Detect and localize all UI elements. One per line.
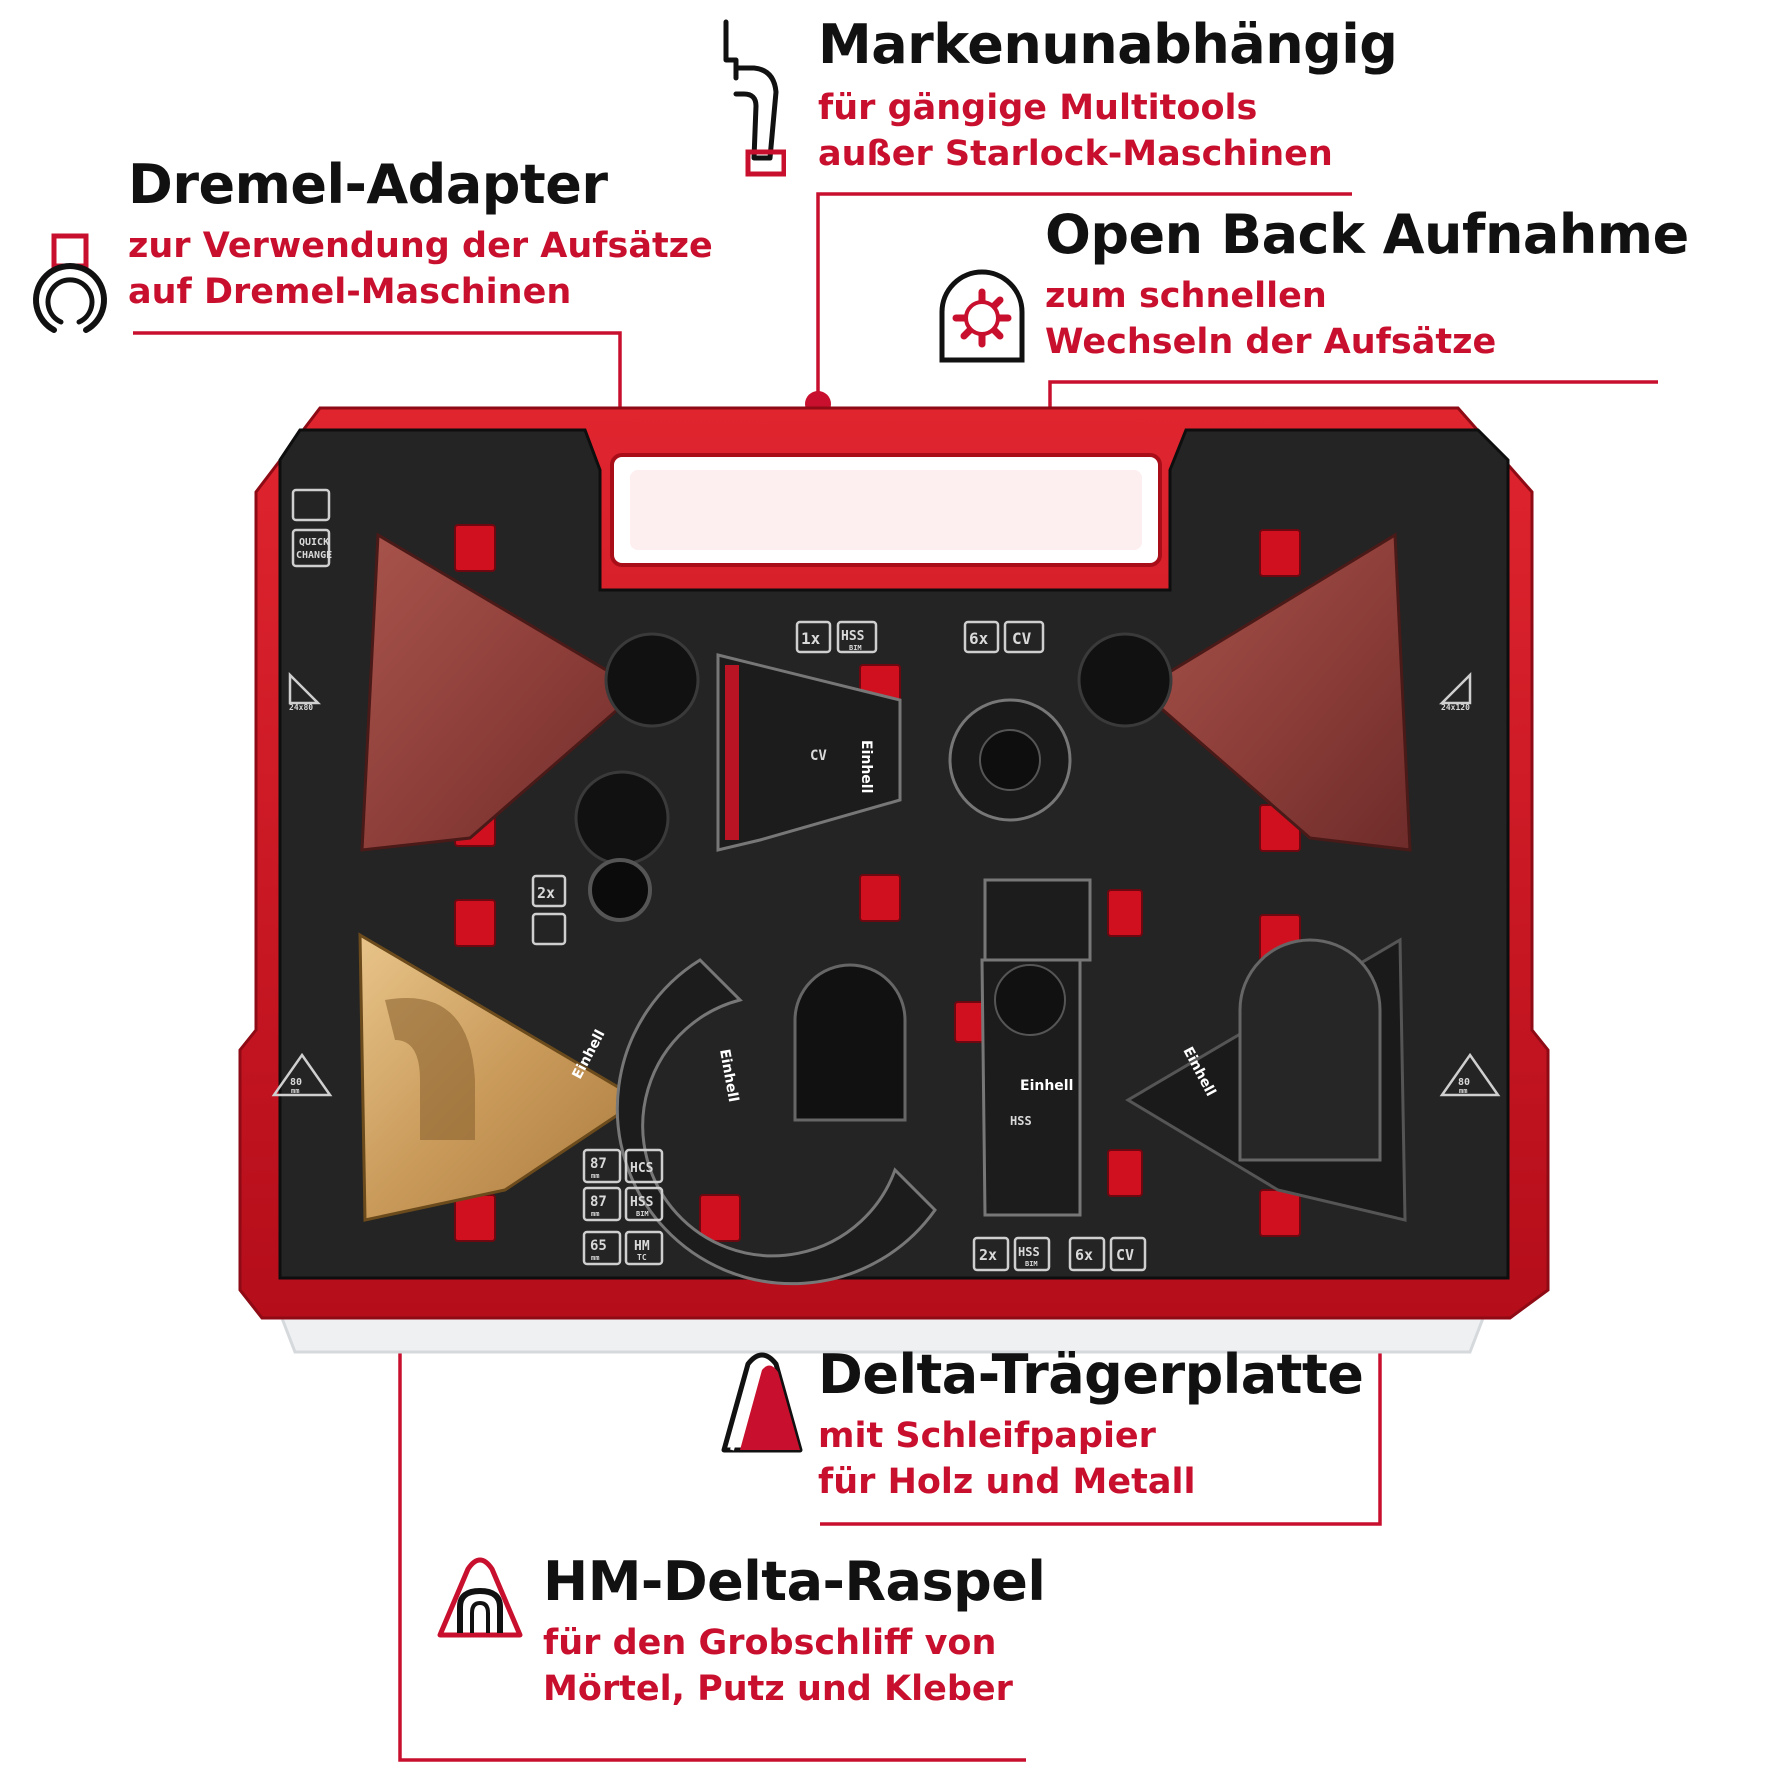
count-2x-adapter: 2x (537, 884, 555, 902)
connector-raspel (398, 1180, 1026, 1762)
connector-markenunabhaengig (816, 192, 1352, 404)
sub-tc: TC (637, 1253, 647, 1262)
sub-bim-top: BIM (849, 644, 862, 652)
open-back-mount-icon (938, 268, 1026, 364)
callout-openback: Open Back Aufnahme zum schnellen Wechsel… (1045, 208, 1689, 365)
callout-dremel: Dremel-Adapter zur Verwendung der Aufsät… (128, 158, 713, 315)
type-cv-bottom: CV (1116, 1246, 1134, 1264)
delta-size-left: 80 (290, 1077, 302, 1088)
sub-bim-2: BIM (636, 1210, 649, 1218)
diameter-1-unit: mm (591, 1172, 599, 1180)
delta-unit-left: mm (291, 1087, 299, 1095)
callout-line2: auf Dremel-Maschinen (128, 271, 572, 312)
count-1x: 1x (801, 629, 821, 648)
callout-line2: außer Starlock-Maschinen (818, 133, 1333, 174)
sandpaper-stack-right (1137, 532, 1412, 852)
diameter-3-unit: mm (591, 1254, 599, 1262)
pad-size-left: 24x80 (289, 703, 313, 712)
callout-line1: für gängige Multitools (818, 88, 1258, 128)
count-6x-top: 6x (969, 629, 989, 648)
type-cv-top: CV (1012, 629, 1032, 648)
callout-line1: zum schnellen (1045, 276, 1327, 316)
callout-title: HM-Delta-Raspel (543, 1550, 1046, 1613)
delta-sanding-plate-icon (718, 1350, 804, 1456)
quick-label: QUICK (299, 537, 329, 548)
callout-line2: Mörtel, Putz und Kleber (543, 1668, 1013, 1709)
type-hss-top: HSS (841, 629, 865, 644)
brand-logo-top: Einhell (858, 740, 874, 793)
callout-line2: Wechseln der Aufsätze (1045, 321, 1497, 362)
wide-plunge-blade (716, 653, 902, 852)
sandpaper-stack-left (360, 532, 643, 852)
diameter-1: 87 (590, 1156, 607, 1172)
dremel-adapter-ring (588, 858, 652, 922)
callout-line1: mit Schleifpapier (818, 1416, 1156, 1456)
count-6x-bottom: 6x (1075, 1246, 1093, 1264)
multitool-icon (718, 18, 786, 178)
type-hcs: HCS (630, 1161, 654, 1176)
change-label: CHANGE (296, 550, 332, 561)
callout-delta: Delta-Trägerplatte mit Schleifpapier für… (818, 1343, 1364, 1505)
callout-title: Open Back Aufnahme (1045, 203, 1689, 266)
delta-size-right: 80 (1458, 1077, 1470, 1088)
segment-saw-blade (615, 958, 937, 1286)
brand-logo-center: Einhell (1020, 1078, 1073, 1094)
callout-line2: für Holz und Metall (818, 1461, 1196, 1502)
sub-bim-bottom: BIM (1025, 1260, 1038, 1268)
callout-markenunabhaengig: Markenunabhängig für gängige Multitools … (818, 13, 1398, 177)
blade-hss-label: HSS (1010, 1114, 1032, 1128)
type-hss-bottom: HSS (1018, 1245, 1040, 1259)
delta-unit-right: mm (1459, 1087, 1467, 1095)
blade-cv-label: CV (810, 748, 827, 764)
diameter-3: 65 (590, 1238, 607, 1254)
diameter-2: 87 (590, 1194, 607, 1210)
callout-title: Dremel-Adapter (128, 153, 608, 216)
count-2x-bottom: 2x (979, 1246, 997, 1264)
callout-raspel: HM-Delta-Raspel für den Grobschliff von … (543, 1550, 1046, 1712)
diameter-2-unit: mm (591, 1210, 599, 1218)
callout-line1: zur Verwendung der Aufsätze (128, 226, 713, 266)
callout-line1: für den Grobschliff von (543, 1623, 997, 1663)
callout-title: Markenunabhängig (818, 13, 1398, 76)
dremel-adapter-icon (28, 232, 112, 344)
handle-inner (630, 470, 1142, 550)
type-hm: HM (634, 1239, 650, 1254)
delta-rasp-icon (434, 1555, 526, 1641)
callout-title: Delta-Trägerplatte (818, 1343, 1364, 1406)
pad-size-right: 24x120 (1441, 703, 1470, 712)
type-hss-2: HSS (630, 1195, 654, 1210)
